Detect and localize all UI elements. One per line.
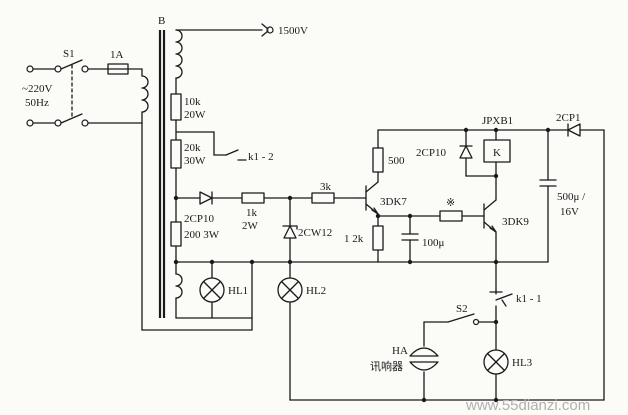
label-relay-coil: K bbox=[493, 147, 501, 159]
label-ha: HA bbox=[392, 345, 408, 357]
hv-secondary-winding bbox=[175, 23, 274, 95]
label-t-3dk9: 3DK9 bbox=[502, 216, 529, 228]
label-r-1-2k: 1 2k bbox=[344, 233, 364, 245]
label-transformer: B bbox=[158, 15, 165, 27]
resistor-500 bbox=[372, 129, 384, 173]
transformer-primary bbox=[141, 68, 149, 124]
mains-terminal-bottom bbox=[26, 119, 34, 127]
switch-s2 bbox=[423, 313, 497, 326]
label-d-2cp10-left: 2CP10 bbox=[184, 213, 214, 225]
label-c-100u: 100μ bbox=[422, 237, 445, 249]
label-zener: 2CW12 bbox=[298, 227, 332, 239]
resistor-1-2k bbox=[372, 225, 384, 263]
diode-2cp10-relay bbox=[459, 129, 473, 177]
resistor-star bbox=[375, 210, 485, 222]
label-r-10k-power: 20W bbox=[184, 109, 206, 121]
transformer-core bbox=[158, 30, 166, 318]
label-k1-2: k1 - 2 bbox=[248, 151, 274, 163]
label-s2: S2 bbox=[456, 303, 468, 315]
switch-s1 bbox=[60, 59, 89, 127]
buzzer-ha bbox=[409, 321, 439, 401]
watermark: www.55dianzi.com bbox=[465, 397, 590, 414]
relay-contact-k1-1 bbox=[489, 289, 513, 325]
label-ha-name: 讯响器 bbox=[370, 360, 403, 373]
relay-jpxb1 bbox=[377, 127, 551, 179]
label-hl3: HL3 bbox=[512, 357, 533, 369]
label-c-500u: 500μ / bbox=[557, 191, 586, 203]
label-fuse: 1A bbox=[110, 49, 124, 61]
fuse-1a bbox=[87, 63, 143, 124]
common-rail bbox=[289, 259, 549, 291]
label-r-500: 500 bbox=[388, 155, 405, 167]
label-r-1k-power: 2W bbox=[242, 220, 259, 232]
label-r-20k: 20k bbox=[184, 142, 201, 154]
label-c-500u-voltage: 16V bbox=[560, 206, 579, 218]
label-r-200: 200 3W bbox=[184, 229, 220, 241]
diode-2cp1 bbox=[547, 123, 605, 401]
rectifier-path bbox=[173, 191, 359, 205]
label-hv-output: 1500V bbox=[278, 25, 308, 37]
label-d-2cp10-relay: 2CP10 bbox=[416, 147, 446, 159]
label-r-20k-power: 30W bbox=[184, 155, 206, 167]
label-r-1k: 1k bbox=[246, 207, 258, 219]
mains-input bbox=[26, 65, 62, 127]
label-mains-freq: 50Hz bbox=[25, 97, 49, 109]
transistor-3dk9 bbox=[483, 175, 497, 263]
resistor-20k bbox=[170, 131, 247, 199]
transistor-3dk7 bbox=[357, 171, 379, 227]
hv-terminal bbox=[266, 26, 274, 34]
resistor-200 bbox=[170, 197, 182, 263]
label-r-star: ※ bbox=[446, 197, 455, 209]
lamp-hl1 bbox=[199, 261, 253, 319]
label-s1: S1 bbox=[63, 48, 75, 60]
return-wire bbox=[141, 122, 253, 331]
label-hl2: HL2 bbox=[306, 285, 326, 297]
mains-terminal-top bbox=[26, 65, 34, 73]
label-mains-voltage: ~220V bbox=[22, 83, 52, 95]
label-d-2cp1: 2CP1 bbox=[556, 112, 580, 124]
label-r-3k: 3k bbox=[320, 181, 332, 193]
label-k1-1: k1 - 1 bbox=[516, 293, 542, 305]
label-r-10k: 10k bbox=[184, 96, 201, 108]
label-t-3dk7: 3DK7 bbox=[380, 196, 407, 208]
label-relay-jpxb1: JPXB1 bbox=[482, 115, 513, 127]
resistor-10k bbox=[170, 93, 182, 141]
lamp-hl2 bbox=[277, 261, 303, 401]
label-hl1: HL1 bbox=[228, 285, 248, 297]
capacitor-100u bbox=[401, 215, 419, 263]
capacitor-500u bbox=[539, 129, 557, 263]
zener-2cw12 bbox=[282, 197, 298, 263]
bottom-rail bbox=[289, 397, 605, 403]
lamp-hl3 bbox=[483, 321, 509, 401]
